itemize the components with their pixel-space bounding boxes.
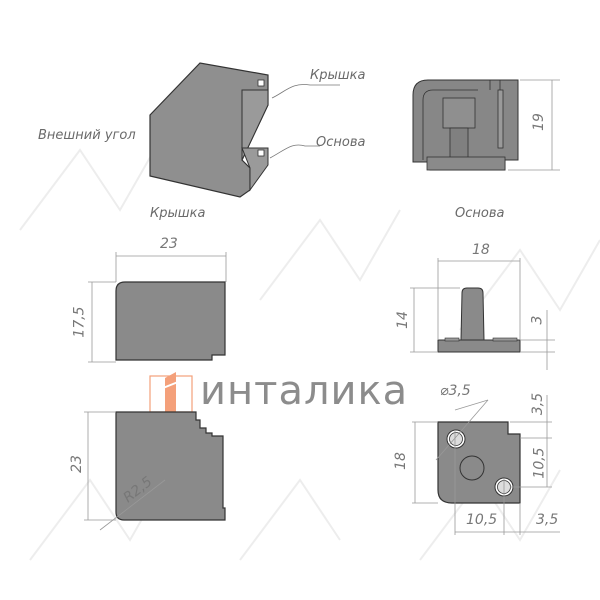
base-front-view — [437, 287, 521, 353]
isometric-corner-view — [149, 62, 269, 198]
dim-hole-offset-top: 3,5 — [530, 392, 547, 416]
dim-cover-top-height: 23 — [68, 455, 85, 473]
dim-base-width: 18 — [472, 242, 490, 258]
cover-front-dim-lines — [88, 252, 227, 363]
cover-callout-label: Крышка — [310, 68, 366, 83]
side-view-dim-lines — [508, 79, 560, 171]
watermark-pattern — [19, 139, 600, 561]
diameter-icon: ⌀ — [440, 383, 449, 399]
cover-section-title: Крышка — [150, 206, 206, 221]
dim-hole-offset-right: 3,5 — [536, 512, 559, 528]
dim-side-height: 19 — [530, 113, 547, 131]
cover-top-view — [115, 411, 226, 521]
dim-base-height: 14 — [394, 311, 411, 329]
dim-base-plate-thickness: 3 — [529, 315, 546, 325]
external-corner-label: Внешний угол — [38, 128, 136, 143]
brand-wordmark: инталика — [200, 368, 409, 414]
dim-hole-spacing-vertical: 10,5 — [531, 447, 548, 479]
cover-leader-line — [271, 84, 340, 99]
brand-logo-mark — [149, 372, 193, 413]
dim-hole-diameter: ⌀3,5 — [440, 383, 471, 399]
base-section-title: Основа — [455, 206, 505, 221]
cover-front-view — [115, 281, 226, 361]
dim-base-top-depth: 18 — [392, 452, 409, 470]
dim-cover-height: 17,5 — [71, 306, 88, 338]
dim-hole-spacing-horizontal: 10,5 — [466, 512, 498, 528]
base-callout-label: Основа — [316, 135, 366, 150]
cover-top-dim-lines — [84, 411, 166, 531]
dim-cover-width: 23 — [160, 236, 178, 252]
side-view — [412, 79, 519, 171]
base-top-view — [437, 421, 521, 504]
base-top-dim-lines — [412, 395, 560, 535]
base-front-dim-lines — [410, 258, 555, 370]
base-leader-line — [269, 144, 320, 159]
